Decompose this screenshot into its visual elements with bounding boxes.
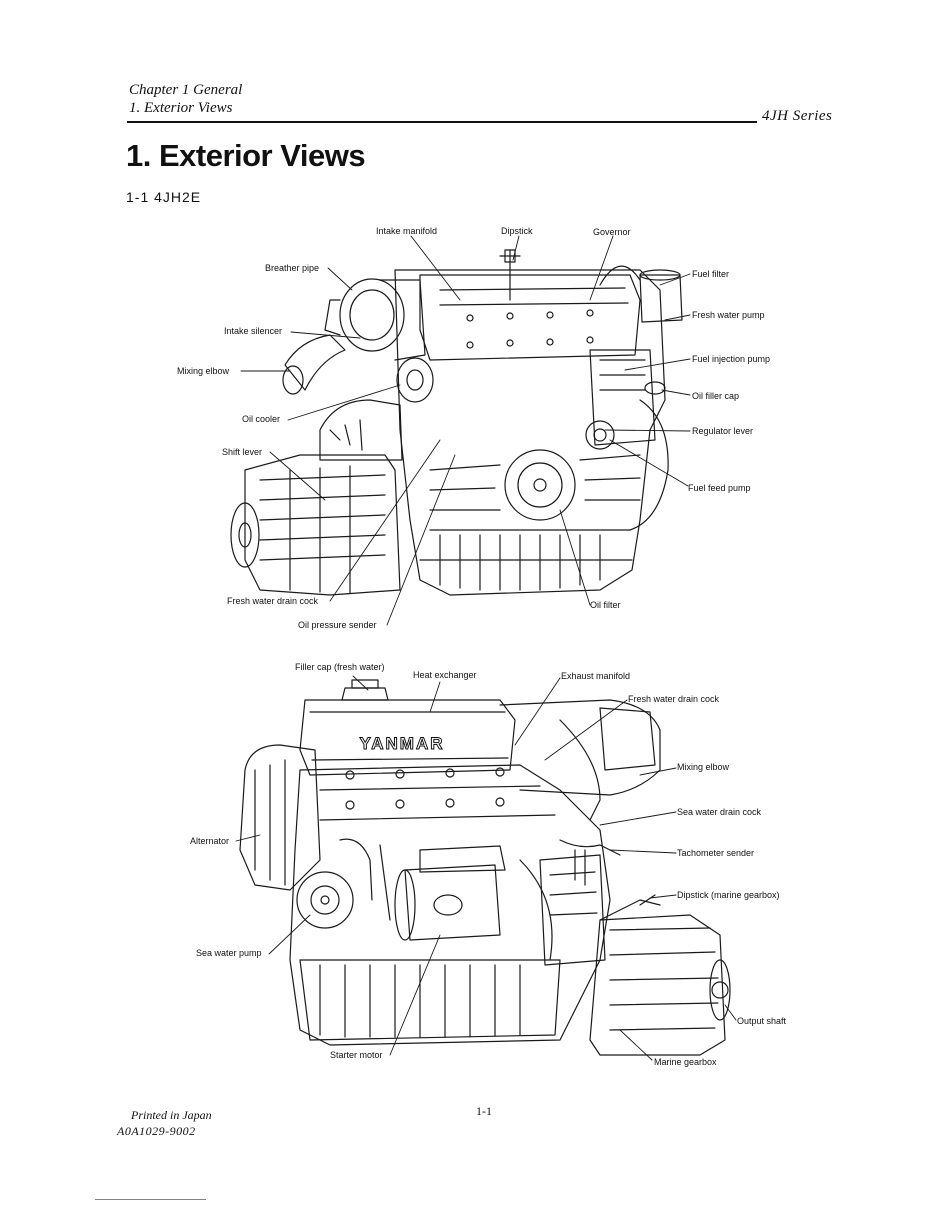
label-governor: Governor: [593, 227, 631, 237]
engine-drawing-bottom: [235, 675, 737, 1061]
label-starter-motor: Starter motor: [330, 1050, 383, 1060]
label-tachometer-sender: Tachometer sender: [677, 848, 755, 858]
label-marine-gearbox: Marine gearbox: [654, 1057, 717, 1067]
svg-text:YANMAR: YANMAR: [359, 734, 444, 753]
label-exhaust-manifold: Exhaust manifold: [561, 671, 631, 681]
label-intake-manifold: Intake manifold: [376, 226, 438, 236]
engine-drawing-top: [230, 235, 691, 626]
label-oil-filter: Oil filter: [590, 600, 621, 610]
label-oil-pressure-sender: Oil pressure sender: [298, 620, 377, 630]
label-fresh-water-pump: Fresh water pump: [692, 310, 765, 320]
header-rule: [127, 121, 757, 123]
footer-doc-code: A0A1029-9002: [117, 1124, 196, 1138]
label-dipstick-marine-gearbox: Dipstick (marine gearbox): [677, 890, 780, 900]
engine-figure-bottom: YANMAR Filler cap (fresh water) Heat exc…: [0, 640, 935, 1080]
header-series: 4JH Series: [762, 108, 833, 124]
label-alternator: Alternator: [190, 836, 230, 846]
header-section: 1. Exterior Views: [129, 100, 233, 116]
label-fresh-water-drain-cock-2: Fresh water drain cock: [628, 694, 720, 704]
header-chapter: Chapter 1 General: [129, 82, 243, 98]
label-dipstick: Dipstick: [501, 226, 533, 236]
footer-link-rule[interactable]: [95, 1199, 206, 1200]
label-fuel-filter: Fuel filter: [692, 269, 730, 279]
footer-printed: Printed in Japan: [131, 1108, 212, 1122]
engine-figure-top: Intake manifold Dipstick Governor Breath…: [177, 226, 771, 630]
label-fresh-water-drain-cock: Fresh water drain cock: [227, 596, 319, 606]
label-breather-pipe: Breather pipe: [265, 263, 320, 273]
label-mixing-elbow-2: Mixing elbow: [677, 762, 730, 772]
label-oil-filler-cap: Oil filler cap: [692, 391, 740, 401]
label-sea-water-pump: Sea water pump: [196, 948, 262, 958]
label-sea-water-drain-cock: Sea water drain cock: [677, 807, 762, 817]
label-fuel-feed-pump: Fuel feed pump: [688, 483, 751, 493]
brand-logo-yanmar: YANMAR: [356, 732, 448, 754]
label-filler-cap-fresh-water: Filler cap (fresh water): [295, 662, 385, 672]
model-subtitle: 1-1 4JH2E: [126, 189, 202, 205]
label-heat-exchanger: Heat exchanger: [413, 670, 477, 680]
label-output-shaft: Output shaft: [737, 1016, 787, 1026]
label-regulator-lever: Regulator lever: [692, 426, 754, 436]
label-mixing-elbow: Mixing elbow: [177, 366, 230, 376]
label-oil-cooler: Oil cooler: [242, 414, 281, 424]
label-shift-lever: Shift lever: [222, 447, 263, 457]
label-fuel-injection-pump: Fuel injection pump: [692, 354, 771, 364]
label-intake-silencer: Intake silencer: [224, 326, 283, 336]
footer-page-number: 1-1: [476, 1104, 492, 1118]
page-title: 1. Exterior Views: [126, 138, 366, 173]
